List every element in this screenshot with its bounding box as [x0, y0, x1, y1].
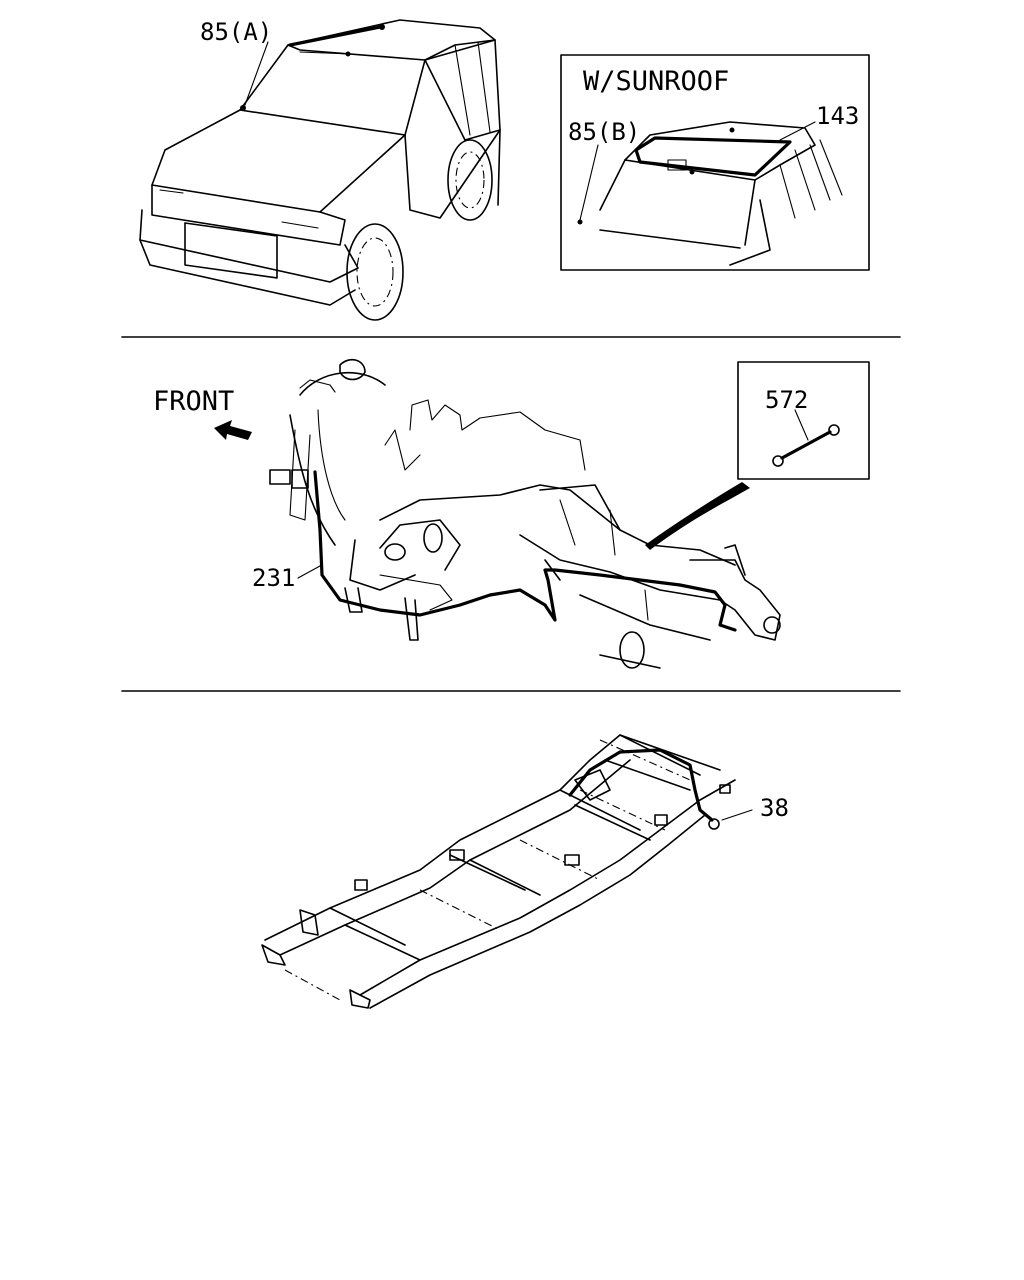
callout-572: 572	[765, 386, 808, 414]
transmission-illustration	[269, 358, 781, 669]
callout-85b: 85(B)	[568, 118, 640, 146]
chassis-frame-illustration	[261, 734, 736, 1009]
leader-231	[297, 565, 321, 579]
suv-illustration	[139, 19, 501, 321]
callout-143: 143	[816, 102, 859, 130]
front-arrow-icon	[214, 420, 252, 440]
callout-38: 38	[760, 794, 789, 822]
sunroof-inset	[560, 54, 870, 271]
ground-strap-inset	[737, 361, 870, 480]
callout-85a: 85(A)	[200, 18, 272, 46]
leader-38	[721, 809, 753, 821]
callout-231: 231	[252, 564, 295, 592]
sunroof-inset-title: W/SUNROOF	[583, 66, 729, 97]
front-label: FRONT	[153, 386, 234, 417]
